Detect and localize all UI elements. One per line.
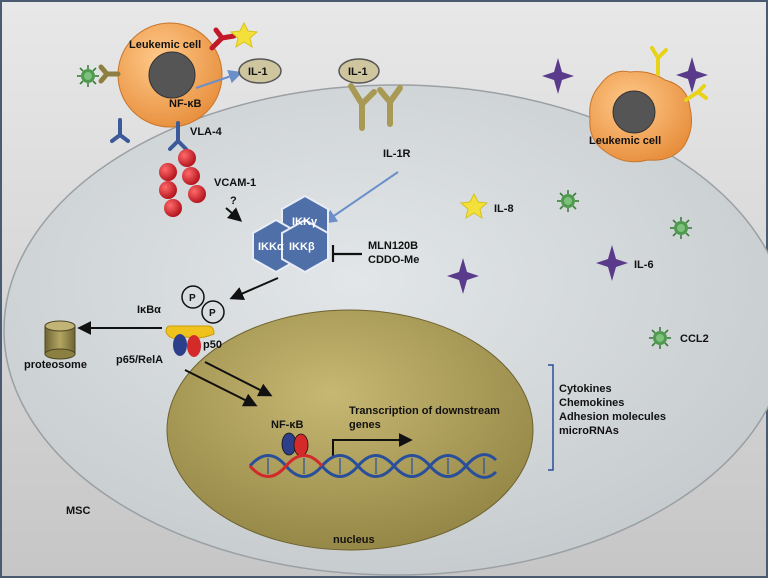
vla4-receptor-icon <box>168 121 188 151</box>
p50-label: p50 <box>203 339 222 351</box>
ccl2-virus-icon-3 <box>648 326 672 350</box>
vcam1-label: VCAM-1 <box>214 177 256 189</box>
mln120b-label: MLN120B <box>368 240 418 252</box>
question-mark-label: ? <box>230 195 237 207</box>
red-receptor-icon <box>209 27 237 51</box>
phosphate-label-2: P <box>209 308 216 319</box>
transcription-label-line2: genes <box>349 419 381 431</box>
p65-label: p65/RelA <box>116 354 163 366</box>
proteasome-cylinder-icon <box>44 320 76 360</box>
il8-label: IL-8 <box>494 203 514 215</box>
output-chemokines: Chemokines <box>559 397 624 409</box>
leukemic-cell-right <box>589 70 692 163</box>
p50-subunit <box>187 335 201 357</box>
olive-receptor-icon-left <box>98 64 121 84</box>
secretion-arrow <box>195 69 243 89</box>
proteosome-label: proteosome <box>24 359 87 371</box>
ccl2-virus-icon-1 <box>556 189 580 213</box>
msc-nucleus <box>166 309 534 551</box>
ikk-to-ikba-arrow <box>229 277 279 300</box>
transcription-label-line1: Transcription of downstream <box>349 405 500 417</box>
il1-oval-receptor <box>338 58 380 84</box>
ikba-inhibitor-shape <box>165 325 215 340</box>
il1-label-receptor: IL-1 <box>348 66 368 78</box>
vcam1-chain <box>159 149 206 217</box>
inhibitor-bar-icon <box>331 245 362 262</box>
cddo-me-label: CDDO-Me <box>368 254 419 266</box>
transcription-arrow <box>332 433 413 457</box>
ikk-gamma-label: IKKγ <box>292 216 318 228</box>
dna-helix-icon <box>248 453 498 479</box>
ikba-label: IκBα <box>137 304 161 316</box>
phosphate-circle-1 <box>181 285 205 309</box>
ikk-beta-hexagon <box>281 218 329 274</box>
ikk-complex <box>252 194 329 274</box>
phosphate-circle-2 <box>201 300 225 324</box>
phosphate-label-1: P <box>189 293 196 304</box>
yellow-receptor-icon <box>650 46 708 102</box>
leukemic-cell-label-top: Leukemic cell <box>129 39 201 51</box>
nfkb-label-top: NF-κB <box>169 98 201 110</box>
vcam-to-ikk-arrow <box>225 207 243 222</box>
il1r-receptor-icon <box>348 83 403 131</box>
output-micrornas: microRNAs <box>559 425 619 437</box>
il1r-label: IL-1R <box>383 148 411 160</box>
ikk-alpha-label: IKKα <box>258 241 284 253</box>
il6-label: IL-6 <box>634 259 654 271</box>
vla4-receptor-icon-2 <box>110 118 130 143</box>
translocation-arrow-2 <box>184 369 258 407</box>
leukemic-cell-top-left <box>117 22 223 128</box>
ccl2-label: CCL2 <box>680 333 709 345</box>
il1-label-top: IL-1 <box>248 66 268 78</box>
nucleus-label: nucleus <box>333 534 375 546</box>
vla4-label: VLA-4 <box>190 126 223 138</box>
il1r-to-ikk-arrow <box>322 171 399 224</box>
output-adhesion-molecules: Adhesion molecules <box>559 411 666 423</box>
il1-oval-top <box>238 58 282 84</box>
outputs-bracket <box>548 364 554 471</box>
leukemic-cell-label-right: Leukemic cell <box>589 135 661 147</box>
output-cytokines: Cytokines <box>559 383 612 395</box>
p65-subunit <box>173 334 187 356</box>
ikk-beta-label: IKKβ <box>289 241 315 253</box>
translocation-arrow-1 <box>204 361 273 397</box>
ccl2-virus-icon-top-left <box>76 64 100 88</box>
ccl2-virus-icon-2 <box>669 216 693 240</box>
msc-label: MSC <box>66 505 91 517</box>
nfkb-p50-nucleus <box>293 433 309 457</box>
nfkb-nucleus-label: NF-κB <box>271 419 303 431</box>
